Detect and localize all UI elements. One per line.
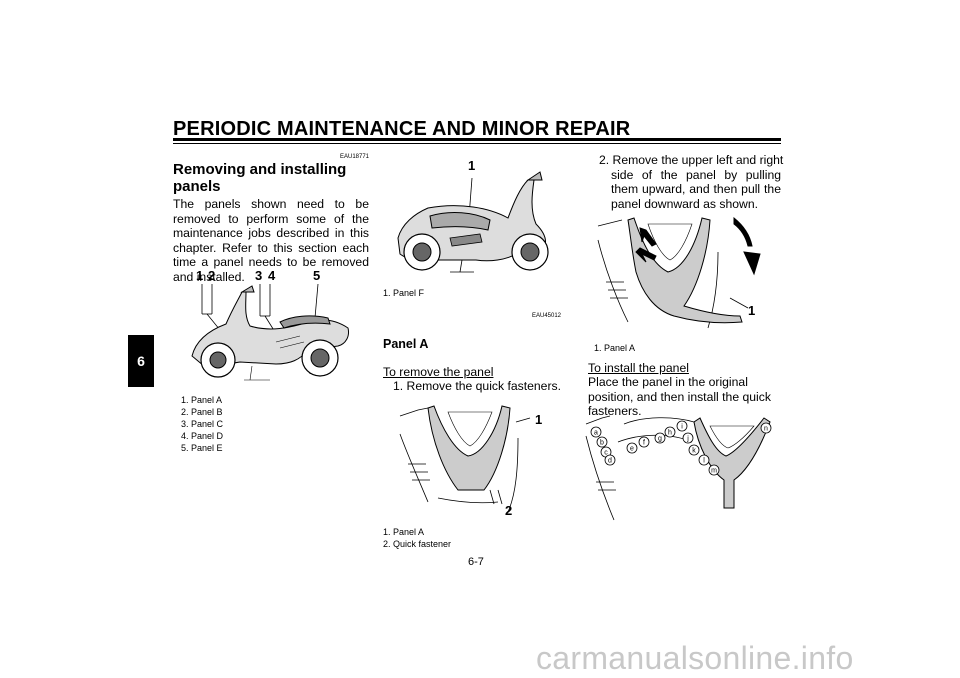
quick-fastener-marker xyxy=(654,432,666,444)
quick-fastener-letter: g xyxy=(658,436,662,443)
legend-item: 2. Panel B xyxy=(181,407,223,417)
legend-item: 1. Panel F xyxy=(383,288,425,298)
panel-pull-direction-figure xyxy=(597,216,761,329)
quick-fastener-letter: j xyxy=(686,436,689,443)
section-code: EAU18771 xyxy=(340,154,370,160)
scooter-panel-f-figure xyxy=(397,171,549,273)
page-number: 6-7 xyxy=(468,556,484,568)
quick-fastener-letter: m xyxy=(711,468,717,475)
quick-fastener-marker xyxy=(698,454,710,466)
watermark: carmanualsonline.info xyxy=(536,640,854,676)
quick-fastener-marker xyxy=(638,436,650,448)
quick-fastener-letter: d xyxy=(608,458,612,465)
quick-fastener-letter: i xyxy=(681,424,683,431)
remove-panel-subheading: To remove the panel xyxy=(383,365,494,379)
callout-4: 4 xyxy=(268,268,276,283)
legend-item: 1. Panel A xyxy=(594,343,636,353)
legend-item: 2. Quick fastener xyxy=(383,539,452,549)
quick-fastener-marker xyxy=(604,454,616,466)
step-1: 1. Remove the quick fasteners. xyxy=(393,379,562,393)
install-paragraph: Place the panel in the original position… xyxy=(588,375,771,419)
quick-fastener-letter: h xyxy=(668,430,672,437)
panel-pull-figure-legend: 1. Panel A xyxy=(594,342,635,354)
callout-3: 3 xyxy=(255,268,263,283)
section-code-panel-a: EAU45012 xyxy=(532,313,562,319)
quick-fastener-letter: e xyxy=(630,446,634,453)
quick-fastener-marker xyxy=(664,426,676,438)
intro-paragraph: The panels shown need to be removed to p… xyxy=(173,197,369,284)
panel-a-callout-1: 1 xyxy=(535,412,543,427)
panel-a-figure-legend: 1. Panel A 2. Quick fastener xyxy=(383,526,451,550)
step-2: 2. Remove the upper left and right side … xyxy=(599,153,784,211)
quick-fastener-letter: l xyxy=(703,458,705,465)
section-heading-line2: panels xyxy=(173,178,221,195)
quick-fastener-marker xyxy=(708,464,720,476)
quick-fastener-letter: b xyxy=(600,440,604,447)
section-heading-line1: Removing and installing xyxy=(173,161,347,178)
callout-5: 5 xyxy=(313,268,321,283)
header-rule-thick xyxy=(173,138,781,141)
scooter-side-view-figure xyxy=(191,283,349,381)
quick-fastener-marker xyxy=(590,426,602,438)
section-heading: Removing and installing panels xyxy=(173,161,373,195)
legend-item: 3. Panel C xyxy=(181,419,224,429)
quick-fastener-letter: a xyxy=(594,430,598,437)
quick-fastener-callout-2: 2 xyxy=(505,503,513,518)
chapter-tab: 6 xyxy=(128,335,154,387)
legend-item: 1. Panel A xyxy=(181,395,223,405)
front-panel-a-figure xyxy=(399,405,531,513)
quick-fastener-marker xyxy=(760,422,772,434)
callout-1: 1 xyxy=(196,268,204,283)
quick-fastener-marker xyxy=(688,444,700,456)
callout-2: 2 xyxy=(208,268,216,283)
quick-fastener-letter: c xyxy=(604,450,608,457)
quick-fastener-letter: f xyxy=(643,440,645,447)
quick-fastener-letter: k xyxy=(692,448,696,455)
quick-fastener-marker xyxy=(596,436,608,448)
step-2-line1: 2. Remove the upper left and right xyxy=(599,153,784,167)
legend-item: 1. Panel A xyxy=(383,527,425,537)
panel-pull-callout-1: 1 xyxy=(748,303,756,318)
legend-item: 4. Panel D xyxy=(181,431,224,441)
panel-a-heading: Panel A xyxy=(383,337,429,351)
quick-fastener-marker xyxy=(682,432,694,444)
figure1-legend: 1. Panel A 2. Panel B 3. Panel C 4. Pane… xyxy=(181,394,223,454)
quick-fastener-letter: n xyxy=(764,426,768,433)
quick-fastener-marker xyxy=(626,442,638,454)
step-2-rest: side of the panel by pulling them upward… xyxy=(611,167,781,211)
legend-item: 5. Panel E xyxy=(181,443,223,453)
header-rule-thin xyxy=(173,143,781,144)
install-panel-subheading: To install the panel xyxy=(588,361,689,375)
page-header-title: PERIODIC MAINTENANCE AND MINOR REPAIR xyxy=(173,118,631,140)
figure-f-callout-1: 1 xyxy=(468,158,476,173)
quick-fastener-marker xyxy=(676,420,688,432)
figure-f-legend: 1. Panel F xyxy=(383,287,424,299)
